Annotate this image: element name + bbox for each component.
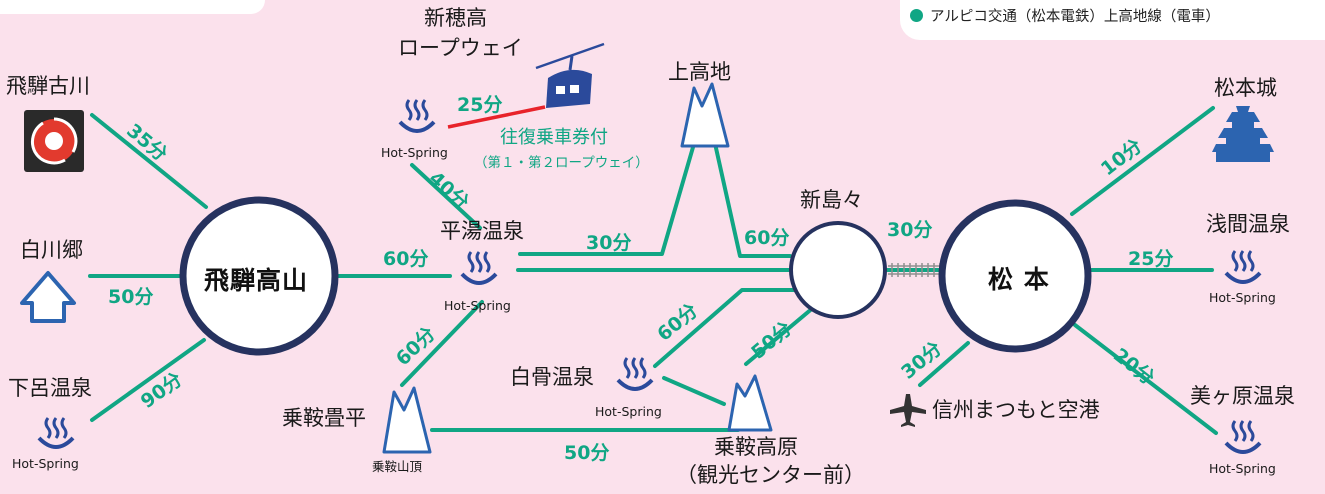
norikura-kogen-label-line1: 乗鞍高原 bbox=[714, 435, 798, 459]
ropeway-ticket-label: 往復乗車券付 bbox=[500, 127, 608, 148]
route-gero-takayama bbox=[90, 338, 206, 422]
shinshimashima-label: 新島々 bbox=[800, 188, 863, 212]
route-shirahone-kogen bbox=[662, 376, 726, 406]
shinhotaka-label-line1: 新穂高 bbox=[424, 6, 487, 30]
time-kamikochi-shinshima: 60分 bbox=[744, 227, 790, 249]
ropeway-gondola-icon bbox=[535, 42, 605, 108]
takayama-label: 飛騨高山 bbox=[204, 266, 309, 295]
norikura-kogen-label-line2: （観光センター前） bbox=[676, 463, 865, 487]
time-takayama-hirayu: 60分 bbox=[383, 248, 429, 270]
matsumoto-label: 松 本 bbox=[988, 265, 1050, 294]
hot-spring-icon-hirayu bbox=[460, 251, 498, 285]
kamikochi-label: 上高地 bbox=[668, 60, 731, 84]
mountain-icon-norikura-kogen bbox=[727, 374, 773, 432]
gassho-house-icon bbox=[20, 271, 76, 323]
hida-furukawa-label: 飛騨古川 bbox=[6, 74, 90, 98]
time-hirayu-kamikochi: 30分 bbox=[586, 232, 632, 254]
norikura-summit-label: 乗鞍山頂 bbox=[372, 459, 423, 474]
time-matsumoto-asama: 25分 bbox=[1128, 248, 1174, 270]
hot-spring-caption-asama: Hot-Spring bbox=[1209, 290, 1276, 305]
legend-text: アルピコ交通（松本電鉄）上高地線（電車） bbox=[930, 9, 1220, 25]
route-matsumoto-utsukushi bbox=[1073, 323, 1218, 435]
airplane-icon bbox=[890, 394, 926, 427]
hot-spring-caption-utsukushi: Hot-Spring bbox=[1209, 461, 1276, 476]
hot-spring-icon-shinhotaka bbox=[398, 99, 436, 133]
hot-spring-caption-hirayu: Hot-Spring bbox=[444, 298, 511, 313]
castle-icon bbox=[1212, 106, 1274, 162]
legend: アルピコ交通（松本電鉄）上高地線（電車） bbox=[900, 0, 1325, 40]
legend-marker bbox=[910, 9, 923, 22]
hot-spring-icon-shirahone bbox=[616, 357, 654, 391]
route-hirayu-kamikochi bbox=[518, 128, 700, 256]
matsumoto-castle-label: 松本城 bbox=[1214, 76, 1277, 100]
mountain-icon-tatamidaira bbox=[382, 386, 432, 454]
route-shinhotaka-hirayu bbox=[410, 163, 482, 230]
hot-spring-icon-utsukushigahara bbox=[1224, 420, 1262, 454]
route-kamikochi-shinshima bbox=[710, 128, 792, 258]
route-matsumoto-airport bbox=[918, 341, 970, 387]
hida-furukawa-emblem-icon bbox=[24, 110, 84, 172]
shinshimashima-node bbox=[789, 221, 887, 319]
asama-label: 浅間温泉 bbox=[1206, 212, 1290, 236]
hirayu-label: 平湯温泉 bbox=[440, 219, 524, 243]
hot-spring-icon-gero bbox=[37, 417, 75, 449]
shinhotaka-label-line2: ロープウェイ bbox=[398, 36, 523, 60]
time-shirakawa-takayama: 50分 bbox=[108, 286, 154, 308]
norikura-tatamidaira-label: 乗鞍畳平 bbox=[282, 406, 366, 430]
hot-spring-caption-shinhotaka: Hot-Spring bbox=[381, 145, 448, 160]
hot-spring-caption-shirahone: Hot-Spring bbox=[595, 404, 662, 419]
hub-circles bbox=[179, 196, 1092, 356]
railway-track bbox=[888, 263, 944, 277]
top-left-panel bbox=[0, 0, 265, 14]
ropeway-ticket-note: （第１・第２ロープウェイ） bbox=[474, 155, 649, 171]
ropeway-line bbox=[447, 105, 546, 129]
route-furukawa-takayama bbox=[90, 113, 208, 209]
route-shirahone-shinshima bbox=[653, 288, 802, 368]
mountain-icon-kamikochi bbox=[680, 82, 730, 148]
shirakawago-label: 白川郷 bbox=[20, 238, 83, 262]
time-ropeway: 25分 bbox=[457, 94, 503, 116]
hot-spring-icon-asama bbox=[1224, 250, 1262, 284]
hot-spring-caption-gero: Hot-Spring bbox=[12, 456, 79, 471]
shirahone-label: 白骨温泉 bbox=[510, 365, 594, 389]
route-kogen-shinshima bbox=[744, 300, 822, 366]
takayama-node bbox=[179, 196, 339, 356]
route-matsumoto-castle bbox=[1070, 106, 1215, 216]
time-shinshima-matsumoto: 30分 bbox=[887, 219, 933, 241]
time-tatamidaira-kogen: 50分 bbox=[564, 442, 610, 464]
matsumoto-node bbox=[938, 199, 1092, 353]
airport-label: 信州まつもと空港 bbox=[932, 398, 1100, 422]
gero-label: 下呂温泉 bbox=[8, 376, 92, 400]
utsukushigahara-label: 美ヶ原温泉 bbox=[1190, 384, 1295, 408]
route-tatamidaira-hirayu bbox=[400, 300, 484, 387]
